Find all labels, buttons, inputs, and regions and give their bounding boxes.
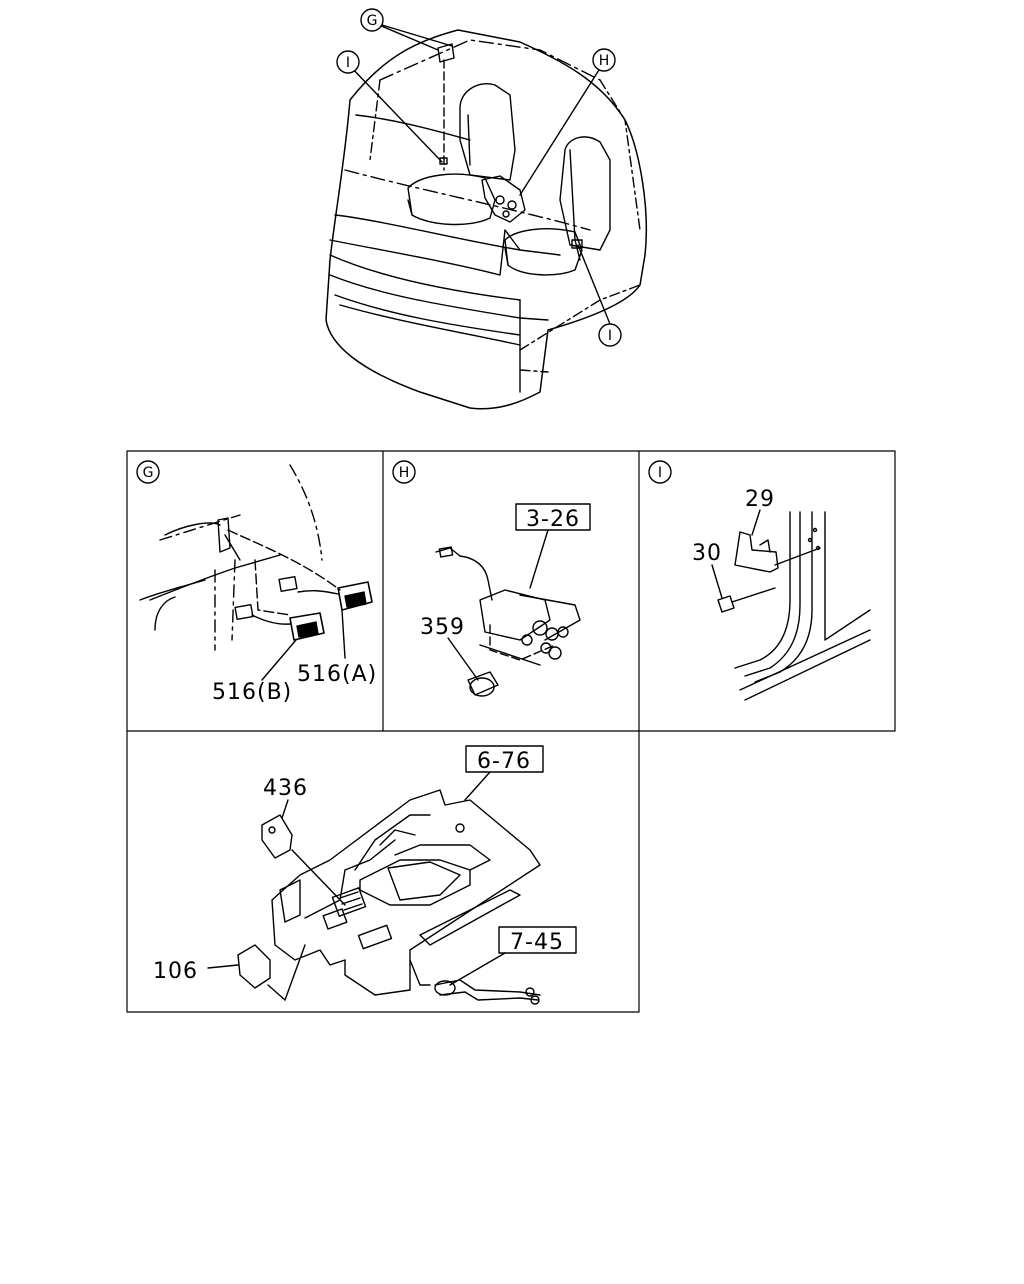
cab-overview: G I H I [325, 8, 648, 410]
panel-g-circle: G [136, 460, 160, 484]
svg-text:G: G [143, 465, 154, 481]
label-106: 106 [153, 959, 198, 984]
callout-i-top: I [336, 50, 360, 74]
panel-h-circle: H [392, 460, 416, 484]
callout-g-top: G [360, 8, 384, 32]
svg-text:7-45: 7-45 [510, 930, 564, 955]
panel-h: H 3-26 359 [392, 460, 591, 697]
svg-text:H: H [399, 465, 410, 481]
callout-h-top: H [592, 48, 616, 72]
label-30: 30 [692, 541, 722, 566]
label-516a: 516(A) [297, 662, 377, 687]
svg-text:3-26: 3-26 [526, 507, 580, 532]
panel-g: G 516(A) 516(B) [136, 460, 377, 705]
ref-box-7-45: 7-45 [498, 926, 577, 955]
label-516b: 516(B) [212, 680, 292, 705]
label-359: 359 [420, 615, 465, 640]
svg-text:6-76: 6-76 [477, 749, 531, 774]
ref-box-6-76: 6-76 [465, 745, 544, 774]
panel-i: I 29 30 [648, 460, 871, 701]
svg-text:I: I [658, 465, 662, 481]
callout-i-bottom: I [598, 323, 622, 347]
panel-frames [126, 450, 896, 1013]
svg-text:H: H [599, 53, 610, 69]
svg-text:I: I [346, 55, 350, 71]
label-436: 436 [263, 776, 308, 801]
label-29: 29 [745, 487, 775, 512]
svg-text:I: I [608, 328, 612, 344]
panel-i-circle: I [648, 460, 672, 484]
svg-text:G: G [367, 13, 378, 29]
ref-box-3-26: 3-26 [515, 503, 591, 532]
panel-console: 6-76 7-45 [153, 745, 577, 1005]
